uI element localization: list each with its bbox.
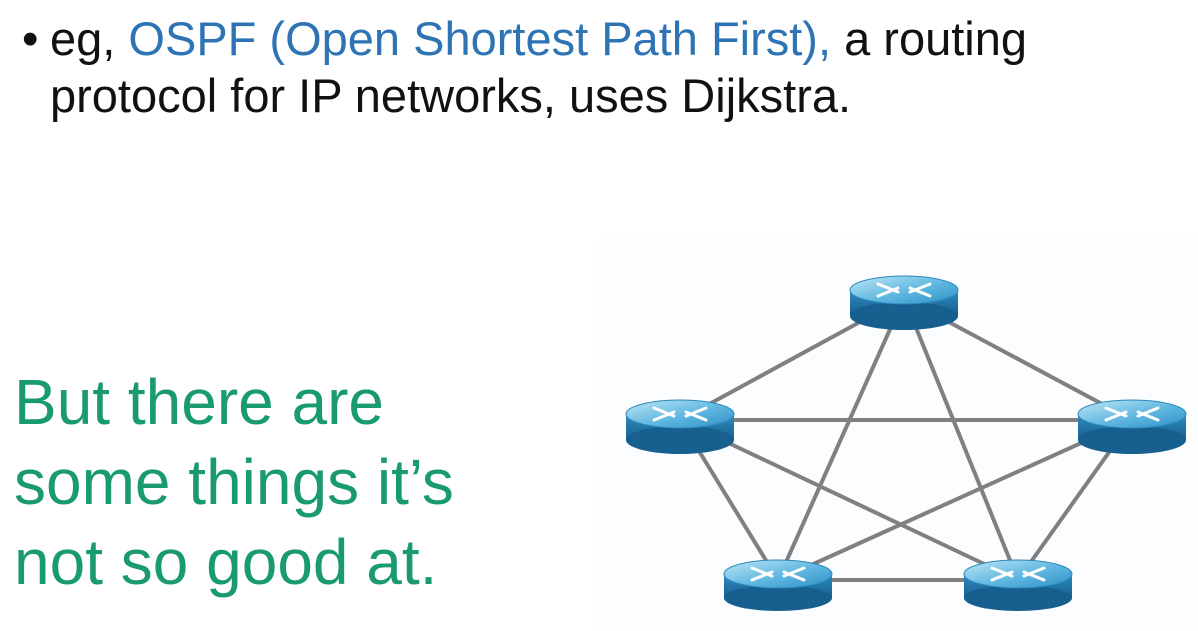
network-diagram — [598, 238, 1198, 631]
headline-line-3: not so good at. — [14, 526, 438, 598]
bullet-text: eg, OSPF (Open Shortest Path First), a r… — [50, 10, 1172, 124]
router-icon — [625, 399, 735, 454]
bullet-prefix: eg, — [50, 12, 129, 65]
bullet-dot: • — [22, 12, 39, 65]
bullet-rest-line1: a routing — [831, 12, 1027, 65]
link-top-bottomleft — [776, 296, 906, 582]
headline: But there are some things it’s not so go… — [14, 362, 574, 602]
headline-line-2: some things it’s — [14, 446, 454, 518]
bullet-rest-line2: protocol for IP networks, uses Dijkstra. — [50, 69, 852, 122]
link-right-bottomleft — [776, 418, 1134, 582]
ospf-link[interactable]: OSPF (Open Shortest Path First), — [128, 12, 832, 65]
router-icon — [1077, 399, 1187, 454]
router-icon — [963, 559, 1073, 611]
headline-line-1: But there are — [14, 366, 384, 438]
router-icon — [723, 559, 833, 611]
router-icon — [849, 275, 959, 330]
link-left-bottomright — [678, 418, 1020, 582]
bullet-point: • eg, OSPF (Open Shortest Path First), a… — [22, 10, 1172, 124]
link-top-bottomright — [902, 296, 1020, 582]
